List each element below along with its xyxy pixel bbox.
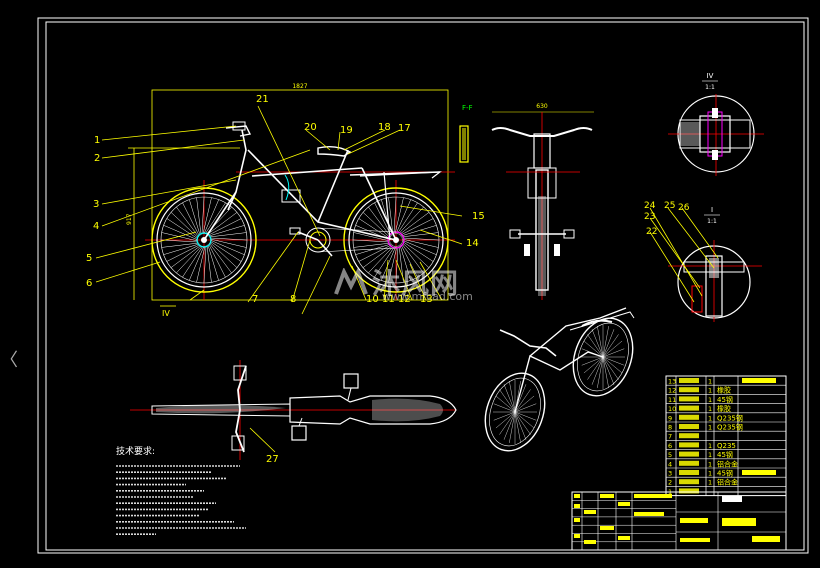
balloon-14: 14	[466, 238, 479, 249]
bom-row-qty: 1	[708, 424, 712, 432]
balloon-5: 5	[86, 253, 92, 264]
balloon-22: 22	[646, 227, 657, 237]
detail-iv: IV 1:1	[668, 72, 764, 176]
section-f-f: F-F	[459, 104, 473, 163]
balloon-1: 1	[94, 135, 100, 146]
detail-i-title: I	[711, 206, 713, 214]
balloon-11: 11	[382, 294, 395, 305]
saddle-side	[317, 145, 352, 157]
bom-row-number: 6	[668, 442, 672, 450]
title-block	[571, 491, 787, 551]
leader-lines	[95, 105, 463, 315]
watermark-logo-icon	[334, 268, 368, 295]
bom-row-material: 45钢	[717, 469, 733, 478]
bom-row-material: Q235钢	[717, 423, 743, 432]
bom-row-qty: 1	[708, 414, 712, 422]
bom-row-number: 10	[668, 405, 676, 413]
balloon-2: 2	[94, 153, 100, 164]
bom-row-number: 7	[668, 433, 672, 441]
isometric-view	[484, 307, 635, 452]
height-dim: 917	[126, 213, 133, 225]
bom-row-material: 橡胶	[717, 404, 731, 413]
balloon-12: 12	[398, 294, 411, 305]
balloon-26: 26	[678, 203, 690, 213]
balloon-20: 20	[304, 122, 317, 133]
bom-row-material: 橡胶	[717, 386, 731, 395]
top-view: 27	[130, 360, 457, 465]
detail-iv-scale: 1:1	[705, 84, 715, 91]
inner-frame	[45, 21, 805, 551]
bom-row-material: 铝合金	[717, 459, 738, 468]
bom-row-material: 45钢	[717, 450, 733, 459]
bom-row-material: Q235	[717, 442, 736, 450]
bom-row-number: 13	[668, 378, 676, 386]
detail-i-scale: 1:1	[707, 218, 717, 225]
bom-row-qty: 1	[708, 451, 712, 459]
bom-row-number: 2	[668, 479, 672, 487]
balloon-17: 17	[398, 123, 411, 134]
tech-req-title: 技术要求:	[116, 445, 155, 457]
balloon-8: 8	[290, 294, 296, 305]
bom-row-qty: 1	[708, 460, 712, 468]
watermark-text: 沐风网	[372, 267, 460, 300]
balloon-4: 4	[93, 221, 99, 232]
balloon-labels: 1 2 3 4 5 6 7 8 10 11 12 13 14 15 17 18 …	[86, 94, 485, 305]
bom-row-qty: 1	[708, 479, 712, 487]
balloon-7: 7	[252, 294, 258, 305]
balloon-15: 15	[472, 211, 485, 222]
front-view: 630	[491, 103, 594, 300]
previous-image-arrow[interactable]: 〈	[0, 350, 18, 371]
bom-row-material: Q235钢	[717, 413, 743, 422]
bom-row-qty: 1	[708, 387, 712, 395]
balloon-6: 6	[86, 278, 92, 289]
bar-width-dim: 630	[536, 103, 548, 110]
front-wheel	[151, 187, 257, 293]
rear-rack	[359, 171, 442, 241]
bom-row-number: 3	[668, 470, 672, 478]
section-iv-marker: IV	[162, 309, 170, 318]
bom-row-number: 11	[668, 396, 676, 404]
watermark: 沐风网 www.mfcad.com	[334, 262, 494, 306]
outer-frame	[37, 17, 809, 554]
bom-row-number: 8	[668, 424, 672, 432]
balloon-23: 23	[644, 212, 655, 222]
bom-row-material: 45钢	[717, 395, 733, 404]
bom-row-number: 4	[668, 460, 672, 468]
bom-row-material: 铝合金	[717, 478, 738, 487]
overall-length-dim: 1827	[292, 83, 307, 90]
bom-row-number: 9	[668, 414, 672, 422]
side-view: 1827 917	[86, 83, 485, 318]
balloon-19: 19	[340, 125, 353, 136]
balloon-3: 3	[93, 199, 99, 210]
balloon-21: 21	[256, 94, 269, 105]
watermark-url: www.mfcad.com	[382, 290, 473, 303]
bom-row-qty: 1	[708, 470, 712, 478]
balloon-10: 10	[366, 294, 379, 305]
handlebar-side	[225, 121, 252, 137]
bom-row-number: 12	[668, 387, 676, 395]
section-f-label: F-F	[462, 104, 473, 112]
detail-i: I 1:1 24 23 22 25 26	[644, 201, 762, 322]
bom-row-number: 5	[668, 451, 672, 459]
balloon-24: 24	[644, 201, 656, 211]
balloon-27: 27	[266, 454, 279, 465]
technical-requirements: 技术要求:	[116, 445, 246, 536]
detail-iv-title: IV	[707, 72, 714, 80]
balloon-18: 18	[378, 122, 391, 133]
bom-row-qty: 1	[708, 405, 712, 413]
bicycle-frame	[203, 129, 441, 241]
balloon-13: 13	[420, 294, 433, 305]
bom-row-qty: 1	[708, 442, 712, 450]
balloon-25: 25	[664, 201, 675, 211]
bom-row-qty: 1	[708, 396, 712, 404]
bom-row-qty: 1	[708, 378, 712, 386]
